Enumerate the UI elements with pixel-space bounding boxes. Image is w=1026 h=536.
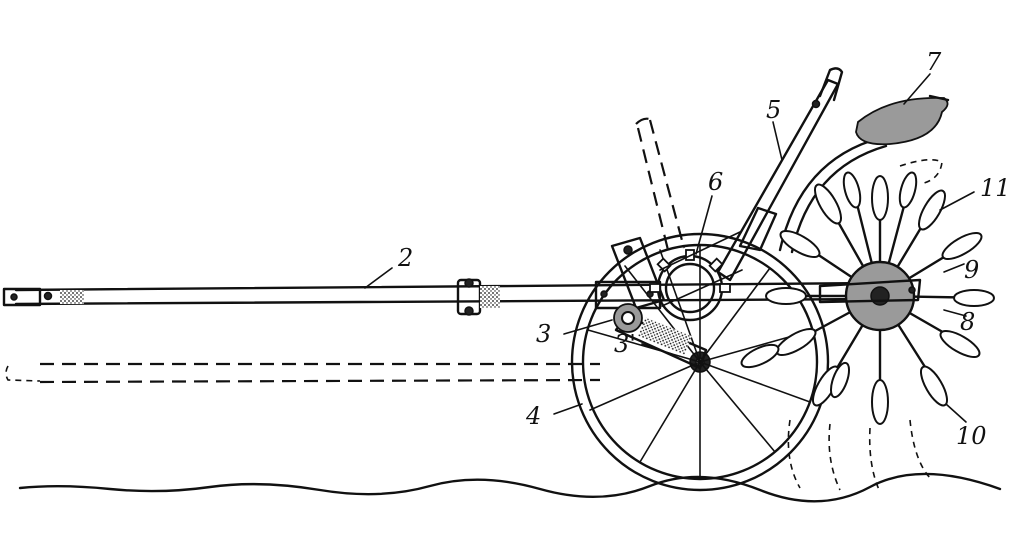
callout-7: 7	[926, 48, 942, 76]
control-lever	[716, 67, 844, 282]
tongue-alternate-position	[5, 362, 601, 384]
callout-8: 8	[960, 308, 975, 336]
callout-4: 4	[525, 402, 541, 430]
callout-11: 11	[980, 174, 1011, 202]
tongue-pole	[2, 278, 882, 316]
crank-arm	[613, 303, 708, 370]
callout-9: 9	[964, 256, 979, 284]
callout-3: 3	[536, 320, 551, 348]
callout-10: 10	[956, 422, 987, 450]
lever-alternate-position	[635, 117, 686, 251]
callout-5: 5	[766, 96, 781, 124]
leader-lines	[364, 73, 975, 423]
ground-line	[18, 472, 1002, 503]
callout-3-prime: 3'	[614, 330, 636, 358]
callout-6: 6	[708, 168, 723, 196]
carrier-wheel	[570, 232, 830, 492]
rake-wheel	[740, 171, 995, 493]
drive-sprocket	[649, 231, 743, 322]
frame-bracket	[594, 236, 666, 310]
callout-2: 2	[397, 244, 413, 272]
pole-clamp	[456, 278, 500, 316]
